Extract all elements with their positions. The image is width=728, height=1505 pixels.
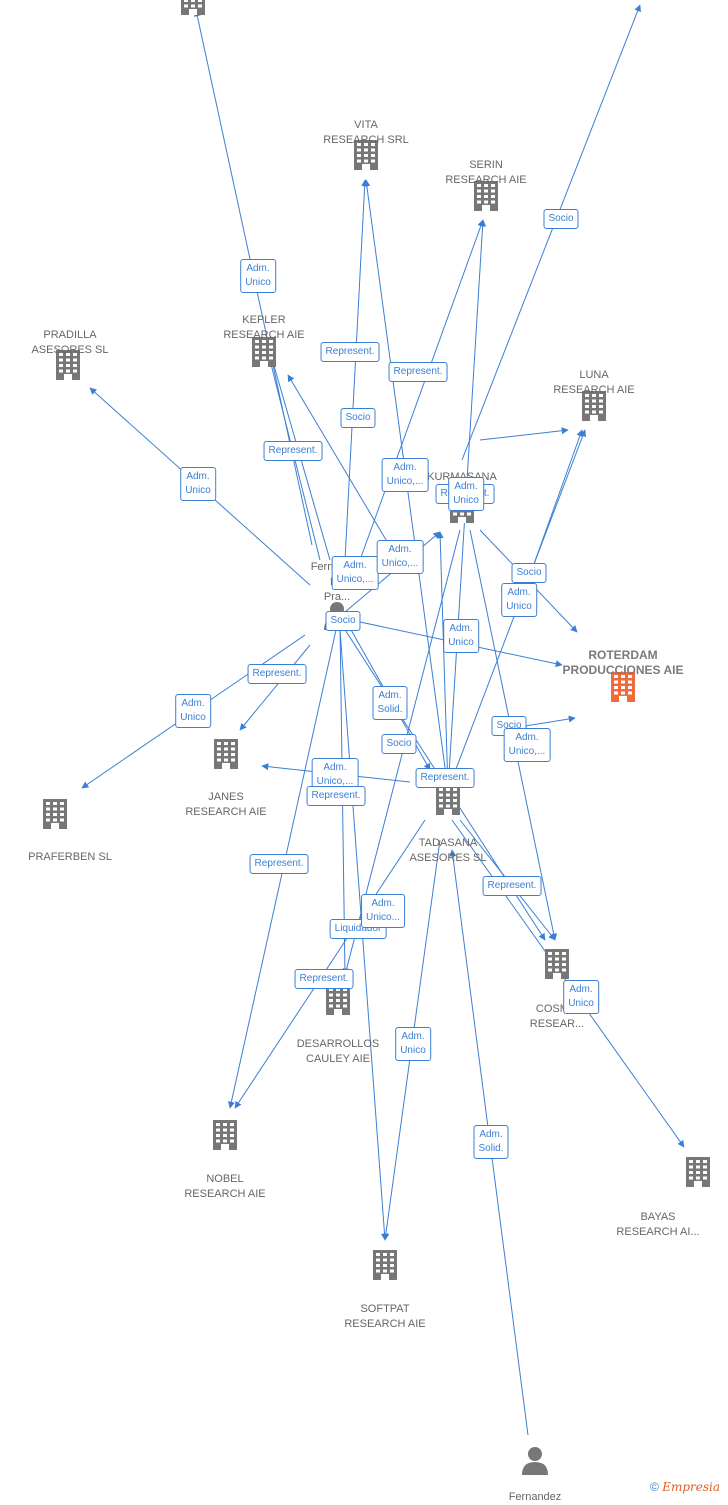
brand-watermark: © Empresia [650,1480,720,1494]
edge-line [239,644,311,731]
edge-label[interactable]: Socio [381,734,417,754]
edge-label[interactable]: Represent. [294,969,354,989]
edge-label[interactable]: Adm. Unico,... [503,728,551,762]
node-label-serin[interactable]: SERIN RESEARCH AIE [445,159,527,186]
edge-label[interactable]: Adm. Unico [501,583,537,617]
node-label-tadasana[interactable]: TADASANA ASESORES SL [409,837,487,864]
edge-label[interactable]: Represent. [415,768,475,788]
node-label-softpat[interactable]: SOFTPAT RESEARCH AIE [344,1303,426,1330]
edge-label[interactable]: Adm. Unico,... [376,540,424,574]
building-icon[interactable] [579,389,609,428]
edge-line [436,531,449,791]
edge-label[interactable]: Adm. Unico [175,694,211,728]
node-label-roterdam[interactable]: ROTERDAM PRODUCCIONES AIE [562,648,684,677]
node-label-kepler[interactable]: KEPLER RESEARCH AIE [223,314,305,341]
building-icon[interactable] [471,179,501,218]
edge-label[interactable]: Adm. Unico... [361,894,405,928]
edge-label[interactable]: Adm. Unico,... [381,458,429,492]
edge-label[interactable]: Represent. [247,664,307,684]
edge-line [344,179,369,561]
edge-label[interactable]: Socio [511,563,547,583]
node-label-luna[interactable]: LUNA RESEARCH AIE [553,369,635,396]
node-label-cosmo[interactable]: COSM... RESEAR... [529,1003,585,1030]
edge-label[interactable]: Adm. Unico,... [331,556,379,590]
edge-line [287,374,396,556]
node-label-praferben[interactable]: PRAFERBEN SL [28,851,112,863]
building-icon[interactable] [178,0,208,22]
node-label-desarrollos[interactable]: DESARROLLOS CAULEY AIE [296,1038,380,1065]
edge-label[interactable]: Represent. [306,786,366,806]
edge-label[interactable]: Adm. Unico [240,259,276,293]
copyright-symbol: © [650,1480,659,1494]
edge-label[interactable]: Socio [325,611,361,631]
building-icon[interactable] [683,1155,713,1194]
edge-label[interactable]: Socio [340,408,376,428]
edge-line [359,219,485,561]
edge-label[interactable]: Adm. Solid. [473,1125,509,1159]
edge-label[interactable]: Represent. [388,362,448,382]
edge-line [234,819,426,1109]
edge-label[interactable]: Adm. Unico [395,1027,431,1061]
person-icon[interactable] [520,1445,550,1480]
edge-line [461,4,641,461]
edge-label[interactable]: Adm. Unico [443,619,479,653]
edge-label[interactable]: Represent. [482,876,542,896]
brand-name: Empresia [662,1480,720,1494]
edge-label[interactable]: Adm. Unico [180,467,216,501]
building-icon[interactable] [433,783,463,822]
edge-label[interactable]: Represent. [263,441,323,461]
node-label-pradilla[interactable]: PRADILLA ASESORES SL [31,329,109,356]
building-icon[interactable] [608,670,638,709]
building-icon[interactable] [323,983,353,1022]
node-label-nobel[interactable]: NOBEL RESEARCH AIE [184,1173,266,1200]
edge-line [479,427,569,441]
building-icon[interactable] [53,348,83,387]
edge-label[interactable]: Adm. Unico [563,980,599,1014]
node-label-bayas[interactable]: BAYAS RESEARCH AI... [616,1211,700,1238]
building-icon[interactable] [40,797,70,836]
edge-label[interactable]: Adm. Unico [448,477,484,511]
edge-label[interactable]: Represent. [320,342,380,362]
building-icon[interactable] [249,335,279,374]
building-icon[interactable] [210,1118,240,1157]
node-label-janes[interactable]: JANES RESEARCH AIE [185,791,267,818]
node-label-vita[interactable]: VITA RESEARCH SRL [323,119,409,146]
building-icon[interactable] [370,1248,400,1287]
edge-label[interactable]: Adm. Solid. [372,686,408,720]
edge-label[interactable]: Represent. [249,854,309,874]
building-icon[interactable] [211,737,241,776]
node-label-fernandez2[interactable]: Fernandez [508,1491,562,1503]
building-icon[interactable] [351,138,381,177]
edge-label[interactable]: Socio [543,209,579,229]
building-icon[interactable] [542,947,572,986]
